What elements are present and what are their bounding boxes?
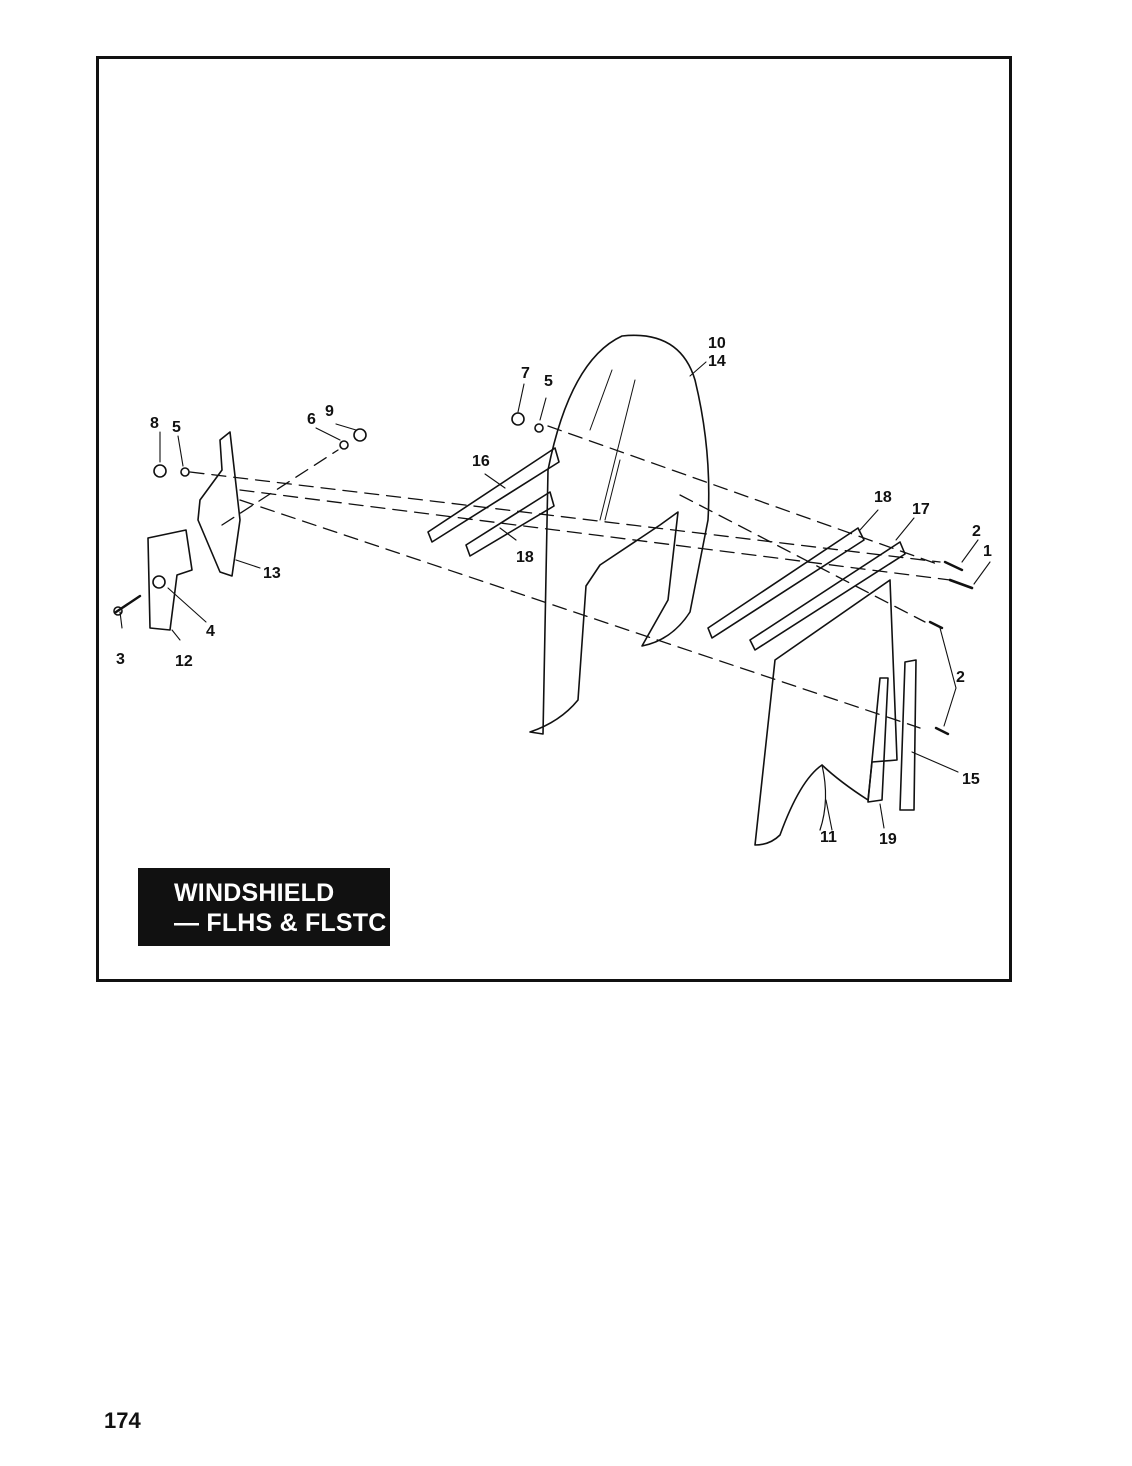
callout-3: 3	[116, 651, 125, 668]
callout-1: 1	[983, 543, 992, 560]
strap-16	[427, 447, 560, 543]
strap-18-left	[465, 491, 555, 557]
callout-18: 18	[874, 489, 892, 506]
callout-7: 7	[521, 365, 530, 382]
title-line-2: — FLHS & FLSTC	[174, 909, 387, 937]
strap-18-right	[707, 527, 865, 639]
left-trim	[197, 431, 241, 577]
callout-12: 12	[175, 653, 193, 670]
windshield-panel	[529, 334, 710, 735]
title-line-1: WINDSHIELD	[174, 879, 335, 907]
callout-16: 16	[472, 453, 490, 470]
callout-2: 2	[972, 523, 981, 540]
callout-5: 5	[544, 373, 553, 390]
left-bracket	[147, 529, 193, 631]
callout-13: 13	[263, 565, 281, 582]
lower-windshield-panel	[754, 579, 898, 846]
callout-6: 6	[307, 411, 316, 428]
page-number: 174	[104, 1408, 141, 1433]
callout-11: 11	[820, 829, 837, 846]
callout-18: 18	[516, 549, 534, 566]
diagram-frame	[96, 56, 1012, 982]
callout-15: 15	[962, 771, 980, 788]
callout-4: 4	[206, 623, 215, 640]
callout-8: 8	[150, 415, 159, 432]
strap-15	[899, 659, 917, 811]
diagram-title-box: WINDSHIELD — FLHS & FLSTC	[138, 868, 390, 946]
callout-19: 19	[879, 831, 897, 848]
strap-19	[867, 677, 889, 803]
callout-2: 2	[956, 669, 965, 686]
callout-9: 9	[325, 403, 334, 420]
callout-5: 5	[172, 419, 181, 436]
strap-17	[749, 541, 906, 651]
callout-17: 17	[912, 501, 930, 518]
callout-10: 10	[708, 335, 726, 352]
callout-14: 14	[708, 353, 726, 370]
